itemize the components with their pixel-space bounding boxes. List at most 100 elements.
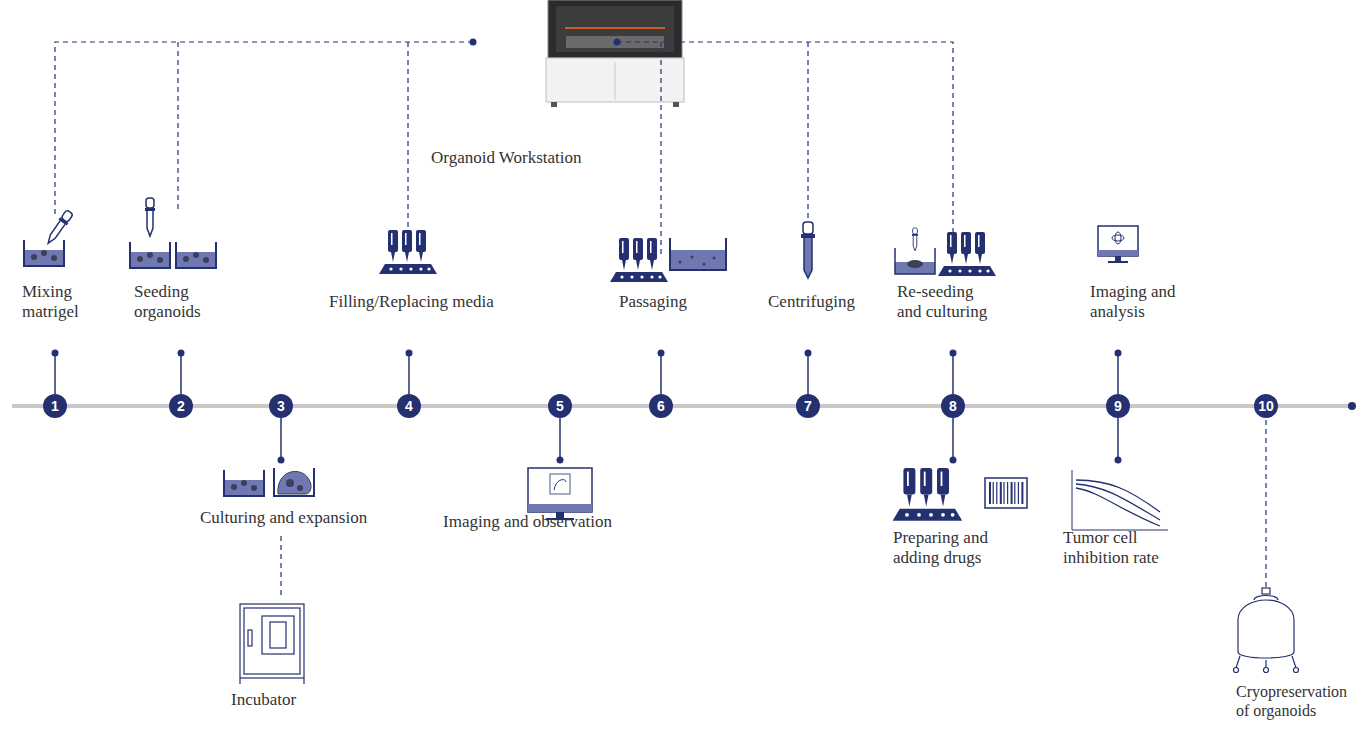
step-label: Preparing and adding drugs (893, 528, 1015, 569)
workstation-illustration (673, 102, 679, 107)
passage-icon (670, 238, 726, 270)
rack-stroke (1000, 482, 1002, 504)
monitor-icon (528, 504, 592, 512)
incubator-icon (262, 616, 294, 654)
step-number: 10 (1258, 399, 1274, 413)
step-stem (807, 353, 809, 394)
culture-icon (224, 468, 314, 498)
monitor-icon (528, 468, 592, 512)
seed-icon (130, 242, 170, 268)
rack-stroke (996, 482, 997, 504)
stem-dot (557, 457, 564, 464)
leader-dot (614, 39, 621, 46)
inhibition-chart (1072, 470, 1168, 530)
step-label: Cryopreservation of organoids (1236, 682, 1360, 720)
workstation-illustration (546, 0, 684, 107)
cryo-tank-icon (1238, 600, 1294, 658)
device-name: Organoid Workstation (431, 148, 582, 168)
timeline-segment (293, 404, 397, 408)
stem-dot (278, 457, 285, 464)
step-number: 4 (405, 399, 413, 413)
cryo-tank-icon (1264, 668, 1269, 673)
leader-dot (470, 39, 621, 46)
stem-dot (1115, 350, 1122, 357)
rack-stroke (1021, 482, 1023, 504)
step-number: 7 (804, 399, 812, 413)
inhibition-chart (1076, 480, 1160, 526)
step-number: 1 (51, 399, 59, 413)
stem-dot (406, 350, 413, 357)
culture-icon (286, 479, 294, 487)
cryo-tank-icon (1254, 596, 1278, 601)
culture-icon (224, 470, 264, 496)
cryo-tank-icon (1262, 588, 1270, 594)
mix-icon (24, 240, 64, 266)
passage-icon (610, 238, 668, 282)
stem-dot (52, 350, 1122, 464)
incubator-icon (239, 678, 240, 684)
step-stem (660, 353, 662, 394)
seed-icon (145, 198, 155, 236)
rack-stroke (1003, 482, 1004, 504)
step-number: 5 (556, 399, 564, 413)
timeline (1278, 404, 1350, 408)
monitor-icon (1112, 235, 1124, 241)
stem-dot (178, 350, 185, 357)
step-label: Seeding organoids (134, 282, 226, 323)
timeline (12, 404, 43, 408)
passage-icon (691, 256, 694, 259)
step-stem (1117, 418, 1119, 460)
workstation-illustration (551, 102, 557, 107)
step-label: Tumor cell inhibition rate (1063, 528, 1185, 569)
dashed-leader (1265, 420, 1266, 588)
step-label: Passaging (619, 292, 687, 312)
timeline-segment (820, 404, 941, 408)
step-circle: 5 (548, 394, 572, 418)
reseed-icon (912, 228, 918, 251)
step-number: 9 (1114, 399, 1122, 413)
cryo-tank-icon (1294, 668, 1299, 673)
inhibition-chart (1072, 470, 1073, 530)
step-stem (280, 418, 282, 460)
leader-dot (470, 39, 477, 46)
incubator-icon (240, 604, 304, 684)
centrifuge-icon (803, 222, 813, 234)
passage-icon (610, 238, 726, 282)
passage-icon (679, 261, 682, 264)
reseed-icon (895, 228, 996, 276)
cryo-tank-icon (1236, 656, 1296, 668)
workstation-illustration (565, 27, 665, 29)
timeline (12, 402, 1356, 410)
drug-icon (893, 468, 963, 521)
centrifuge-icon (804, 238, 812, 278)
step-stem (952, 418, 954, 460)
drug-icon (989, 482, 1023, 504)
step-circle: 8 (941, 394, 965, 418)
step-label: Imaging and observation (443, 512, 612, 532)
step-label: Centrifuging (768, 292, 855, 312)
timeline-segment (193, 404, 269, 408)
culture-icon (274, 468, 314, 496)
reseed-icon (907, 260, 923, 268)
timeline (1348, 402, 1356, 410)
monitor-icon (554, 480, 566, 490)
rack-stroke (1018, 482, 1019, 504)
dashed-leader (280, 536, 281, 598)
passage-icon (713, 257, 716, 260)
timeline-segment (572, 404, 649, 408)
step-label: Re-seeding and culturing (897, 282, 1001, 323)
cryo-tank-icon (1234, 668, 1239, 673)
timeline-segment (421, 404, 548, 408)
centrifuge-icon (801, 222, 815, 278)
step-circle: 3 (269, 394, 293, 418)
drug-icon (893, 468, 1027, 521)
rack-stroke (1007, 482, 1008, 504)
workstation-illustration (548, 0, 682, 58)
monitor-icon (1115, 232, 1121, 244)
passage-icon (670, 250, 726, 270)
incubator-icon (303, 678, 304, 684)
step-circle: 7 (796, 394, 820, 418)
stem-dot (658, 350, 665, 357)
